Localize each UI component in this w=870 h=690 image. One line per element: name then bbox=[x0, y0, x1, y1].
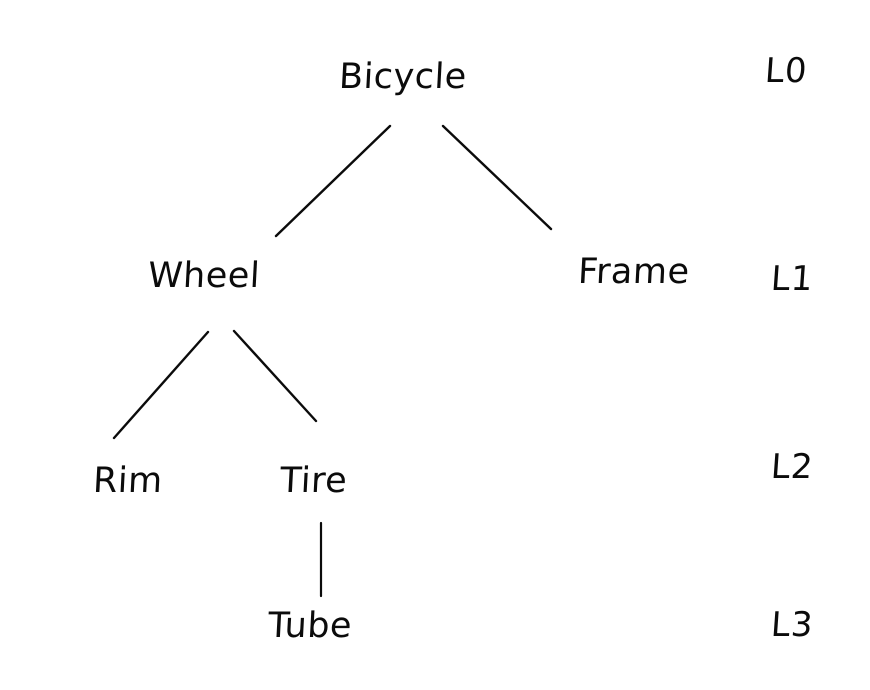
level-label-l3: L3 bbox=[769, 605, 815, 645]
node-wheel[interactable]: Wheel bbox=[146, 256, 262, 296]
node-bicycle[interactable]: Bicycle bbox=[337, 57, 468, 97]
edge-wheel-tire bbox=[232, 329, 318, 423]
edge-bicycle-frame bbox=[441, 124, 553, 231]
edge-wheel-rim bbox=[112, 330, 210, 440]
node-rim[interactable]: Rim bbox=[91, 461, 164, 501]
level-label-l0: L0 bbox=[763, 51, 809, 91]
node-tire[interactable]: Tire bbox=[278, 461, 349, 501]
edge-bicycle-wheel bbox=[274, 124, 392, 238]
level-label-l2: L2 bbox=[769, 447, 815, 487]
level-label-l1: L1 bbox=[769, 259, 815, 299]
node-tube[interactable]: Tube bbox=[266, 606, 354, 646]
node-frame[interactable]: Frame bbox=[576, 252, 691, 292]
